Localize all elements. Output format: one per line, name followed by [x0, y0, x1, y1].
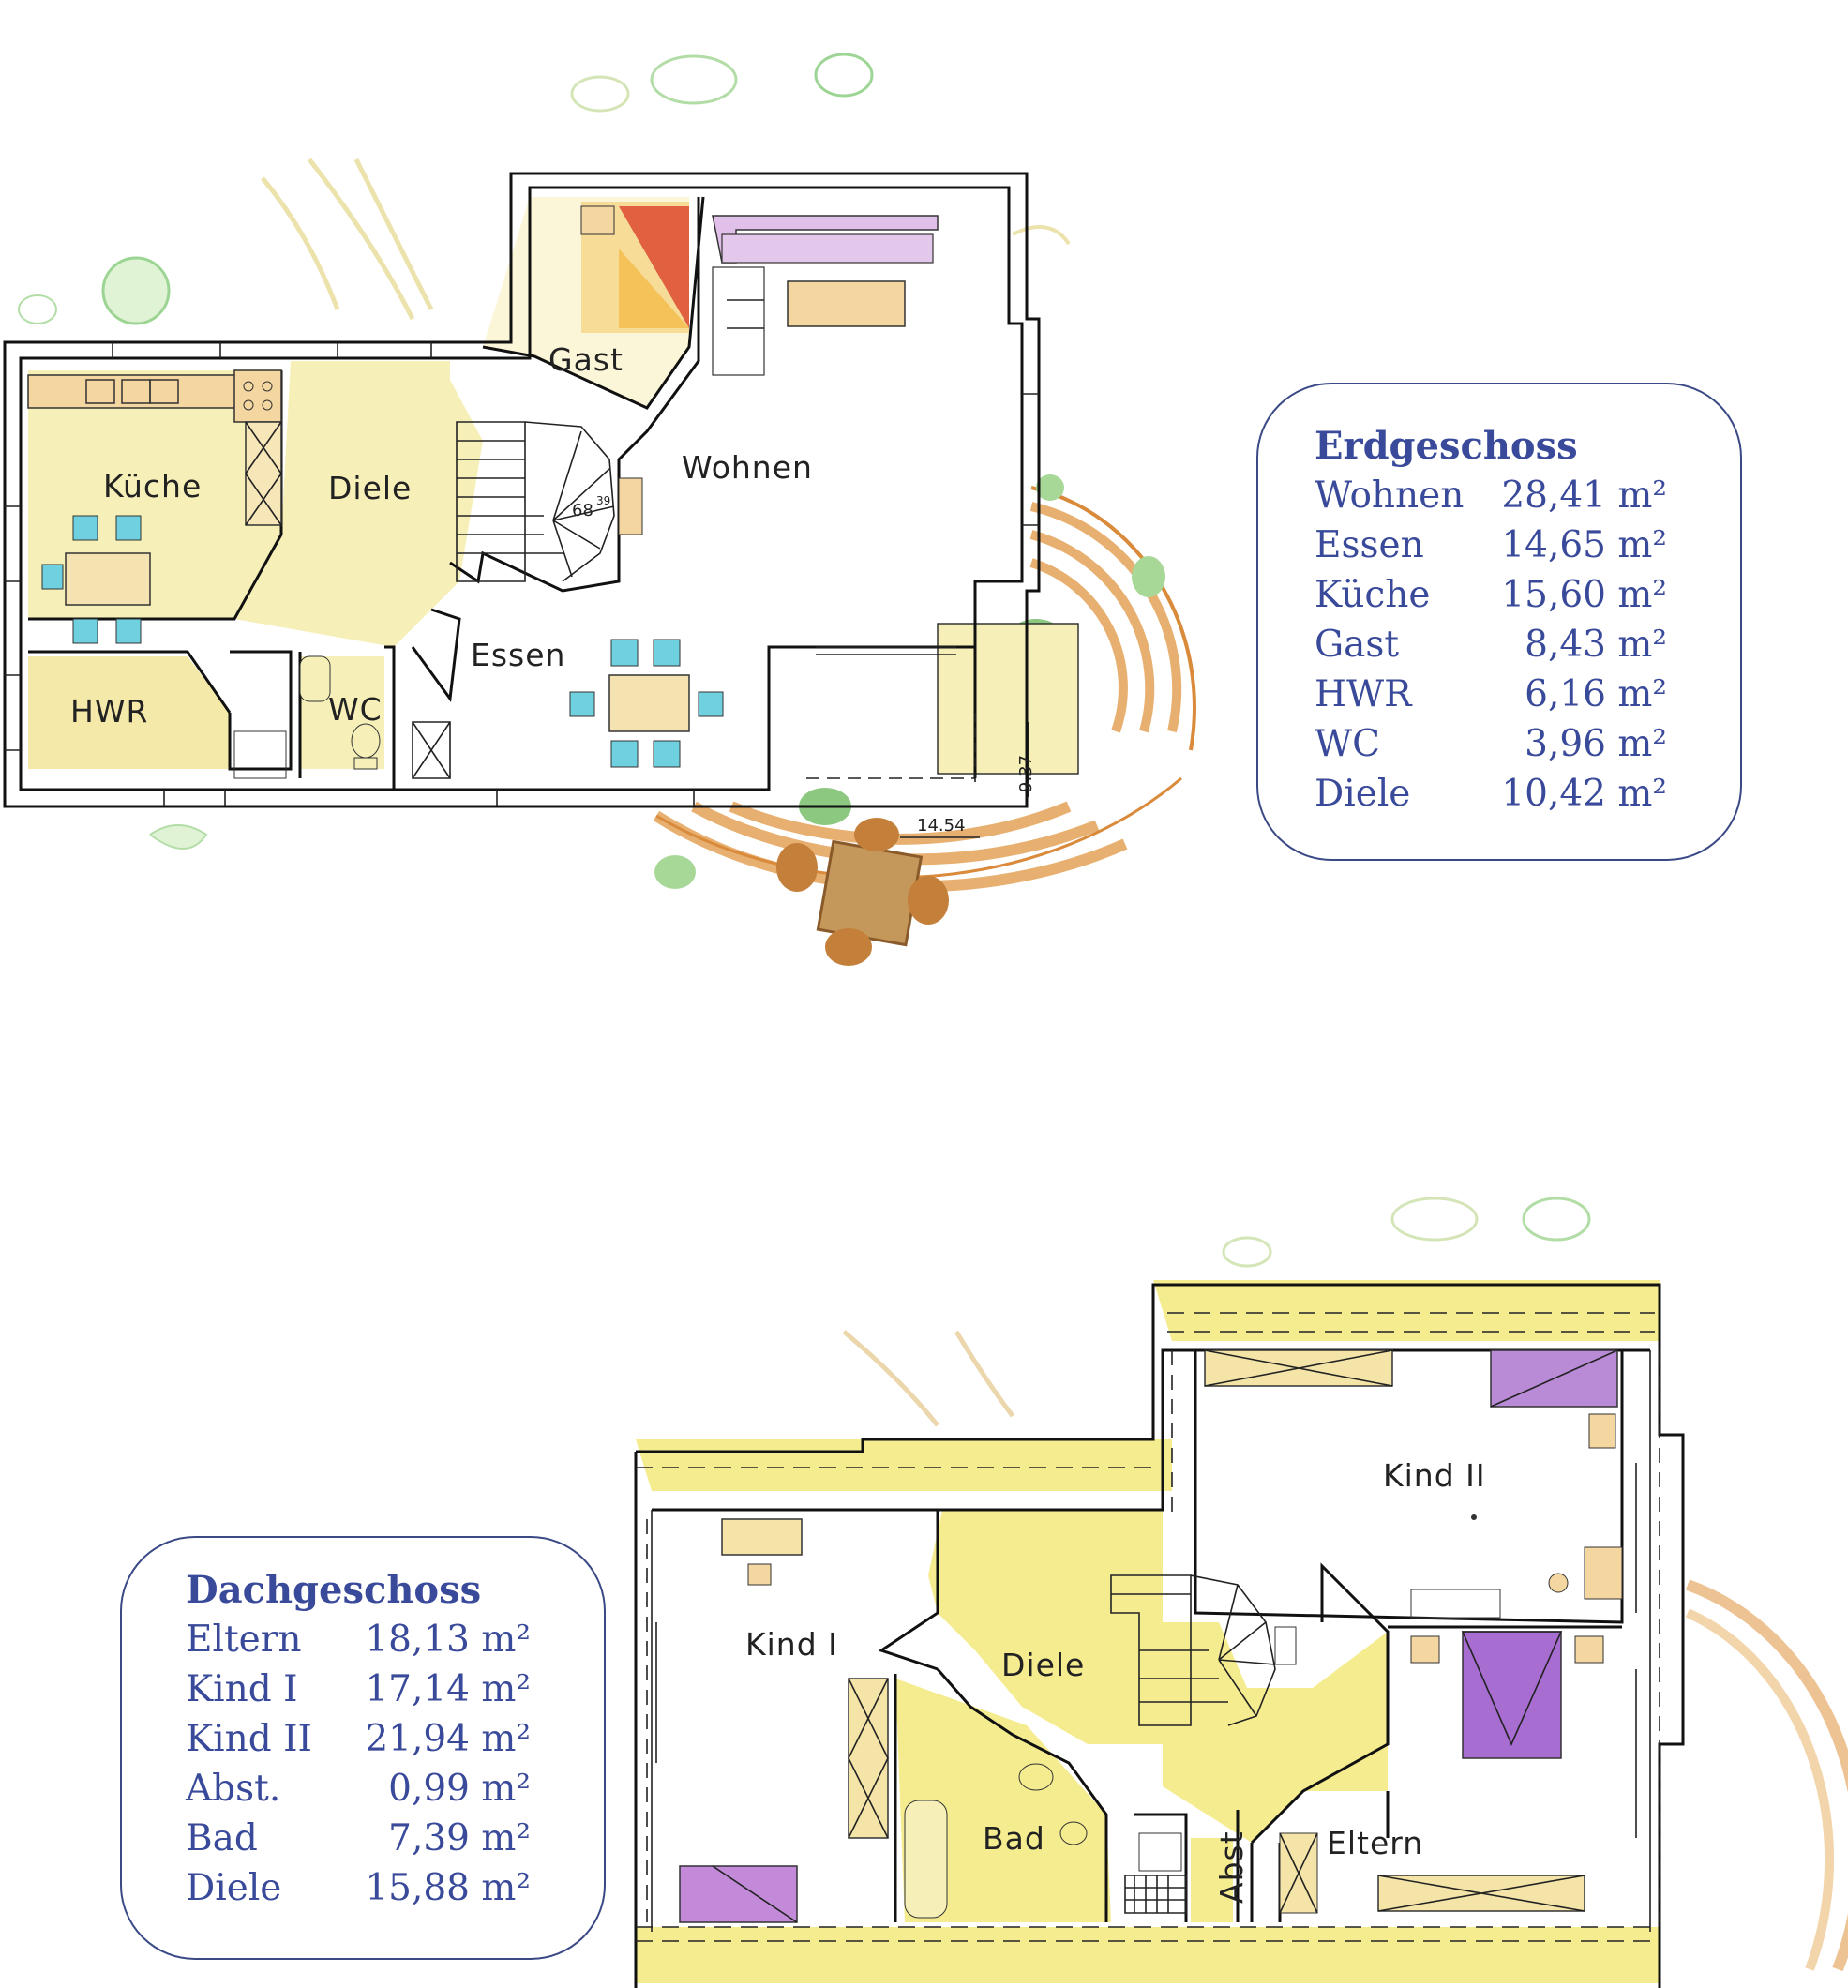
garden-plants-top	[18, 53, 1071, 850]
room-label-hwr: HWR	[70, 693, 148, 730]
room-label-essen: Essen	[471, 637, 565, 673]
dimension-stair-sup: 39	[596, 494, 610, 507]
room-label-gast: Gast	[548, 341, 624, 378]
terrace	[653, 474, 1196, 966]
dimension-depth: 9.37	[1016, 755, 1036, 792]
room-label-bad: Bad	[983, 1820, 1045, 1857]
room-label-eltern: Eltern	[1327, 1825, 1423, 1861]
dimension-width: 14.54	[917, 816, 966, 836]
area-table-title: Erdgeschoss	[1315, 424, 1578, 468]
erdgeschoss-plan	[3, 172, 1079, 838]
room-label-kind2: Kind II	[1383, 1457, 1486, 1494]
room-label-wohnen: Wohnen	[682, 449, 813, 486]
area-row: Abst.0,99 m²	[186, 1768, 531, 1810]
garden-plants-bottom	[842, 1197, 1848, 1972]
room-label-kind1: Kind I	[745, 1626, 838, 1663]
room-label-diele-eg: Diele	[328, 470, 412, 506]
room-label-abst: Abst	[1213, 1830, 1250, 1904]
dachgeschoss-plan	[634, 1280, 1685, 1988]
dimension-stair: 68	[572, 501, 593, 520]
area-table-title: Dachgeschoss	[186, 1568, 482, 1612]
room-label-kueche: Küche	[103, 468, 202, 505]
room-label-diele-dg: Diele	[1001, 1647, 1085, 1683]
room-label-wc: WC	[328, 691, 383, 728]
